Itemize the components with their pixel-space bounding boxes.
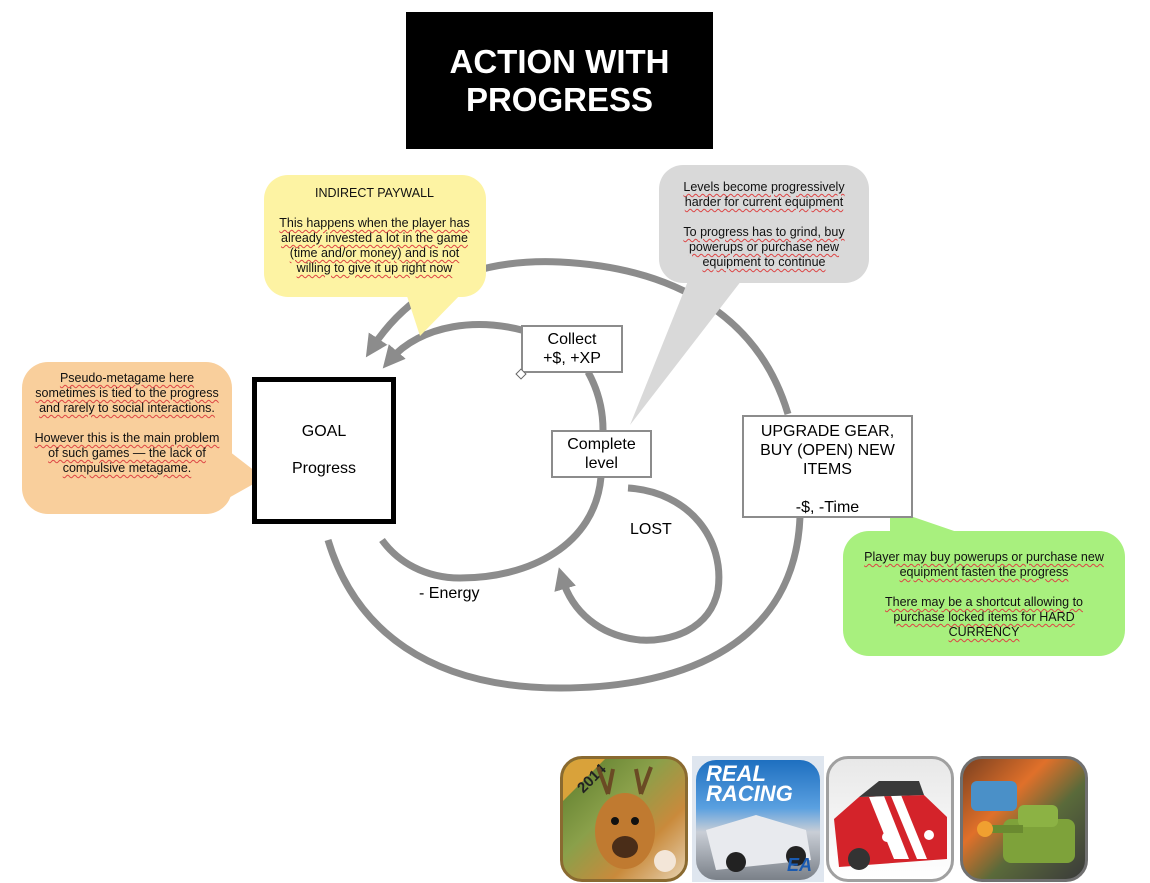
complete-level-node-line-1: Complete xyxy=(567,436,636,453)
arrow-collect-to-goal xyxy=(382,321,537,369)
title-line-1: ACTION WITH xyxy=(449,42,670,80)
collect-node-line-2: +$, +XP xyxy=(543,350,601,367)
arrow-upgrade-to-goal-bottom xyxy=(324,516,804,692)
goal-node-subtitle: Progress xyxy=(291,460,357,477)
upgrade-node-line-4: -$, -Time xyxy=(795,499,860,516)
ea-logo: EA xyxy=(786,855,812,875)
real-racing-logo-line-1: REAL xyxy=(706,761,766,786)
callout-indirect-paywall: INDIRECT PAYWALL This happens when the p… xyxy=(272,186,477,276)
arrow-lost-loop xyxy=(554,484,723,644)
real-racing-logo-line-2: RACING xyxy=(706,781,793,806)
game-icon-deer-hunter[interactable]: 2014 xyxy=(560,756,688,882)
upgrade-node-line-2: BUY (OPEN) NEW xyxy=(760,442,895,459)
title-line-2: PROGRESS xyxy=(465,80,654,118)
upgrade-node-line-1: UPGRADE GEAR, xyxy=(760,423,895,440)
tank-icon xyxy=(971,781,1075,863)
upgrade-node-line-3: ITEMS xyxy=(803,461,852,478)
game-icon-real-racing[interactable]: REAL RACING EA xyxy=(692,756,824,882)
callout-difficulty-para-1: Levels become progressively harder for c… xyxy=(683,180,845,209)
callout-indirect-paywall-body: This happens when the player has already… xyxy=(279,216,470,275)
complete-level-node-line-2: level xyxy=(585,455,618,472)
game-icon-muscle-car[interactable] xyxy=(826,756,954,882)
callout-difficulty-bubble xyxy=(630,165,869,425)
race-car-icon xyxy=(706,815,811,872)
page-title: ACTION WITH PROGRESS xyxy=(406,12,713,149)
callout-difficulty: Levels become progressively harder for c… xyxy=(668,180,860,270)
energy-label: - Energy xyxy=(419,585,480,602)
goal-node: GOAL Progress xyxy=(252,377,396,524)
upgrade-node: UPGRADE GEAR, BUY (OPEN) NEW ITEMS -$, -… xyxy=(742,415,913,518)
callout-shortcut-para-2: There may be a shortcut allowing to purc… xyxy=(884,595,1084,639)
deer-icon: 2014 xyxy=(563,759,676,872)
callout-shortcut: Player may buy powerups or purchase new … xyxy=(858,550,1110,640)
complete-level-node: Complete level xyxy=(551,430,652,478)
callout-indirect-paywall-bubble xyxy=(264,175,486,336)
arrow-complete-to-collect xyxy=(584,370,607,431)
arrow-complete-to-energy xyxy=(379,476,605,582)
callout-difficulty-para-2: To progress has to grind, buy powerups o… xyxy=(683,225,845,269)
game-icon-tank-battle[interactable] xyxy=(960,756,1088,882)
callout-metagame: Pseudo-metagame here sometimes is tied t… xyxy=(32,371,222,476)
callout-metagame-para-1: Pseudo-metagame here sometimes is tied t… xyxy=(35,371,219,415)
lost-label: LOST xyxy=(630,521,672,538)
callout-shortcut-para-1: Player may buy powerups or purchase new … xyxy=(864,550,1104,579)
goal-node-title: GOAL xyxy=(301,423,347,440)
collect-node: Collect +$, +XP xyxy=(521,325,623,373)
callout-indirect-paywall-heading: INDIRECT PAYWALL xyxy=(314,186,434,200)
real-racing-logo: REAL RACING xyxy=(706,761,793,806)
callout-metagame-para-2: However this is the main problem of such… xyxy=(34,431,220,475)
callout-metagame-bubble xyxy=(22,362,264,514)
red-car-icon xyxy=(834,781,947,870)
collect-node-line-1: Collect xyxy=(547,331,597,348)
